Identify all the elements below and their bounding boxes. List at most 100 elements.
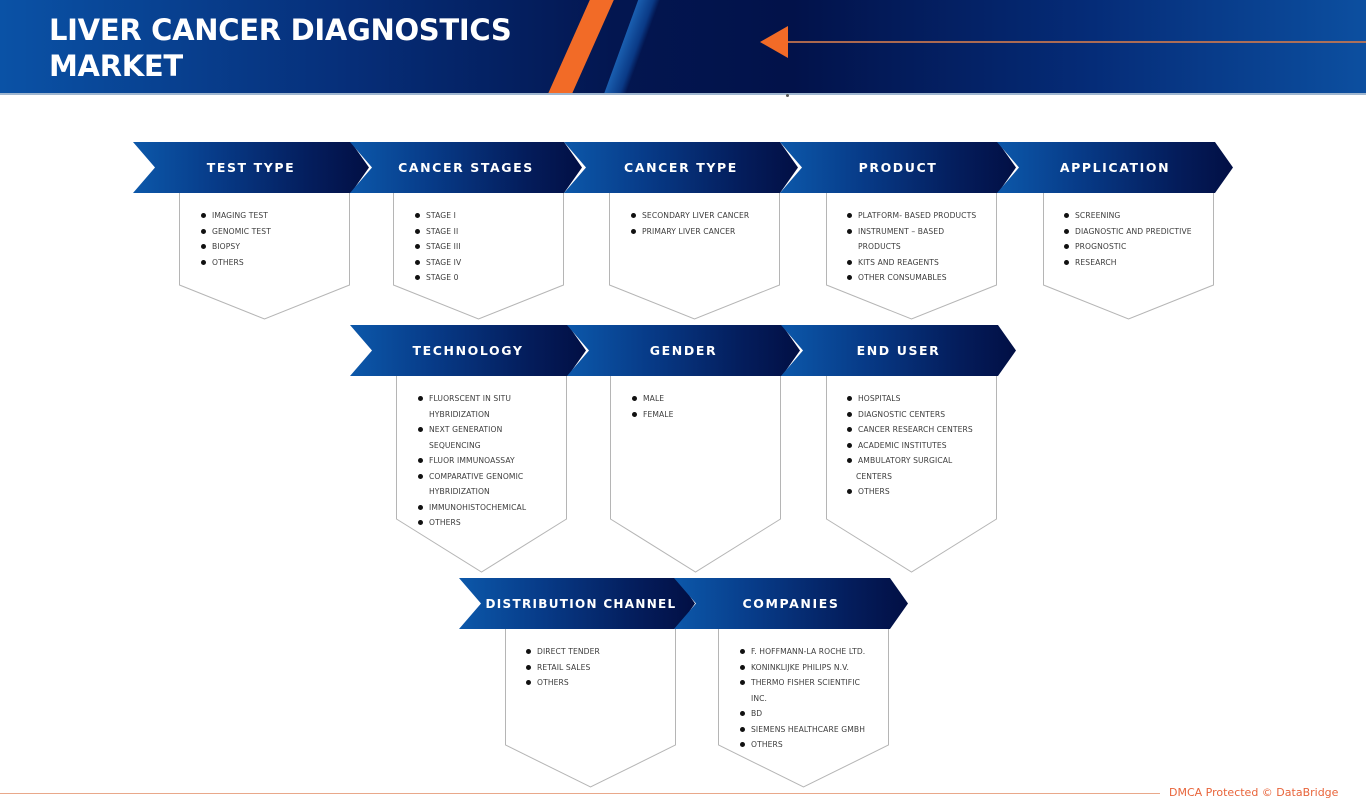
segment-title: APPLICATION bbox=[1059, 160, 1171, 175]
list-item: BD bbox=[740, 706, 865, 722]
segment-list: SCREENING DIAGNOSTIC AND PREDICTIVE PROG… bbox=[1064, 208, 1192, 270]
card-outline bbox=[610, 376, 781, 573]
list-item: INSTRUMENT – BASED PRODUCTS bbox=[847, 224, 976, 255]
list-item-line: INSTRUMENT – BASED bbox=[858, 226, 945, 236]
list-item: OTHER CONSUMABLES bbox=[847, 270, 976, 286]
list-item: FEMALE bbox=[632, 407, 674, 423]
segment-list: PLATFORM- BASED PRODUCTS INSTRUMENT – BA… bbox=[847, 208, 976, 286]
card-outline bbox=[396, 376, 567, 573]
card-outline bbox=[505, 629, 676, 788]
segment-header-gender: GENDER bbox=[567, 325, 800, 376]
list-item: FLUOR IMMUNOASSAY bbox=[418, 453, 526, 469]
segment-title: GENDER bbox=[649, 343, 718, 358]
segment-title: PRODUCT bbox=[858, 160, 938, 175]
list-item: SIEMENS HEALTHCARE GMBH bbox=[740, 722, 865, 738]
segment-card-application: SCREENING DIAGNOSTIC AND PREDICTIVE PROG… bbox=[1043, 193, 1214, 320]
segment-title: CANCER STAGES bbox=[398, 160, 534, 175]
list-item: AMBULATORY SURGICAL CENTERS bbox=[847, 453, 973, 484]
list-item-line: HYBRIDIZATION bbox=[429, 409, 490, 419]
list-item: STAGE 0 bbox=[415, 270, 461, 286]
list-item: GENOMIC TEST bbox=[201, 224, 271, 240]
segment-list: FLUORSCENT IN SITU HYBRIDIZATION NEXT GEN… bbox=[418, 391, 526, 531]
list-item: PLATFORM- BASED PRODUCTS bbox=[847, 208, 976, 224]
list-item: OTHERS bbox=[847, 484, 973, 500]
list-item-line: AMBULATORY SURGICAL bbox=[858, 456, 953, 465]
list-item: STAGE I bbox=[415, 208, 461, 224]
segment-list: SECONDARY LIVER CANCER PRIMARY LIVER CAN… bbox=[631, 208, 749, 239]
segment-card-test-type: IMAGING TEST GENOMIC TEST BIOPSY OTHERS bbox=[179, 193, 350, 320]
arrow-left-icon bbox=[760, 26, 788, 58]
list-item-line: SEQUENCING bbox=[429, 440, 481, 450]
list-item: CANCER RESEARCH CENTERS bbox=[847, 422, 973, 438]
list-item-line: FLUORSCENT IN SITU bbox=[429, 394, 512, 403]
list-item: IMAGING TEST bbox=[201, 208, 271, 224]
segment-list: F. HOFFMANN-LA ROCHE LTD. KONINKLIJKE PH… bbox=[740, 644, 865, 753]
page-title-line1: LIVER CANCER DIAGNOSTICS bbox=[49, 13, 512, 47]
footer-divider bbox=[0, 793, 1160, 794]
list-item: KITS AND REAGENTS bbox=[847, 255, 976, 271]
card-outline bbox=[179, 193, 350, 320]
segment-card-companies: F. HOFFMANN-LA ROCHE LTD. KONINKLIJKE PH… bbox=[718, 629, 889, 788]
segment-header-cancer-stages: CANCER STAGES bbox=[350, 142, 582, 193]
list-item: DIAGNOSTIC CENTERS bbox=[847, 407, 973, 423]
list-item-line: INC. bbox=[751, 693, 768, 703]
list-item: SCREENING bbox=[1064, 208, 1192, 224]
list-item: COMPARATIVE GENOMIC HYBRIDIZATION bbox=[418, 469, 526, 500]
list-item: RESEARCH bbox=[1064, 255, 1192, 271]
list-item: RETAIL SALES bbox=[526, 660, 600, 676]
list-item-line: PRODUCTS bbox=[858, 242, 901, 251]
list-item: OTHERS bbox=[740, 737, 865, 753]
segment-title: COMPANIES bbox=[742, 596, 840, 611]
segment-title: DISTRIBUTION CHANNEL bbox=[485, 596, 677, 611]
dot-decoration bbox=[786, 94, 789, 97]
segment-card-gender: MALE FEMALE bbox=[610, 376, 781, 573]
card-outline bbox=[1043, 193, 1214, 320]
card-outline bbox=[609, 193, 780, 320]
list-item: BIOPSY bbox=[201, 239, 271, 255]
segment-header-companies: COMPANIES bbox=[674, 578, 908, 629]
card-outline bbox=[826, 193, 997, 320]
list-item: IMMUNOHISTOCHEMICAL bbox=[418, 500, 526, 516]
list-item: SECONDARY LIVER CANCER bbox=[631, 208, 749, 224]
segment-list: DIRECT TENDER RETAIL SALES OTHERS bbox=[526, 644, 600, 691]
list-item-line: THERMO FISHER SCIENTIFIC bbox=[751, 678, 861, 687]
segment-list: IMAGING TEST GENOMIC TEST BIOPSY OTHERS bbox=[201, 208, 271, 270]
segment-header-distribution-channel: DISTRIBUTION CHANNEL bbox=[459, 578, 695, 629]
list-item: OTHERS bbox=[201, 255, 271, 271]
dmca-notice[interactable]: DMCA Protected © DataBridge bbox=[1169, 786, 1339, 799]
blue-stripe-decoration bbox=[599, 0, 662, 93]
segment-card-cancer-stages: STAGE I STAGE II STAGE III STAGE IV STAG… bbox=[393, 193, 564, 320]
list-item: STAGE IV bbox=[415, 255, 461, 271]
list-item-line: COMPARATIVE GENOMIC bbox=[429, 471, 524, 481]
card-outline bbox=[826, 376, 997, 573]
segment-card-end-user: HOSPITALS DIAGNOSTIC CENTERS CANCER RESE… bbox=[826, 376, 997, 573]
segment-header-cancer-type: CANCER TYPE bbox=[564, 142, 798, 193]
card-outline bbox=[393, 193, 564, 320]
segment-card-product: PLATFORM- BASED PRODUCTS INSTRUMENT – BA… bbox=[826, 193, 997, 320]
list-item-line: CENTERS bbox=[856, 471, 893, 481]
list-item: NEXT GENERATION SEQUENCING bbox=[418, 422, 526, 453]
segment-title: CANCER TYPE bbox=[624, 160, 738, 175]
list-item-line: NEXT GENERATION bbox=[429, 425, 503, 434]
list-item: STAGE II bbox=[415, 224, 461, 240]
segment-list: HOSPITALS DIAGNOSTIC CENTERS CANCER RESE… bbox=[847, 391, 973, 500]
card-outline bbox=[718, 629, 889, 788]
list-item: FLUORSCENT IN SITU HYBRIDIZATION bbox=[418, 391, 526, 422]
segment-list: MALE FEMALE bbox=[632, 391, 674, 422]
list-item: THERMO FISHER SCIENTIFIC INC. bbox=[740, 675, 865, 706]
list-item: OTHERS bbox=[418, 515, 526, 531]
list-item: MALE bbox=[632, 391, 674, 407]
list-item-line: HYBRIDIZATION bbox=[429, 487, 490, 496]
list-item: PROGNOSTIC bbox=[1064, 239, 1192, 255]
banner-divider bbox=[0, 93, 1366, 95]
segment-list: STAGE I STAGE II STAGE III STAGE IV STAG… bbox=[415, 208, 461, 286]
list-item: HOSPITALS bbox=[847, 391, 973, 407]
segment-card-technology: FLUORSCENT IN SITU HYBRIDIZATION NEXT GEN… bbox=[396, 376, 567, 573]
segment-header-application: APPLICATION bbox=[997, 142, 1233, 193]
orange-stripe-decoration bbox=[543, 0, 616, 93]
segment-card-distribution-channel: DIRECT TENDER RETAIL SALES OTHERS bbox=[505, 629, 676, 788]
list-item: KONINKLIJKE PHILIPS N.V. bbox=[740, 660, 865, 676]
segment-title: END USER bbox=[856, 343, 941, 358]
header-banner: LIVER CANCER DIAGNOSTICS MARKET bbox=[0, 0, 1366, 93]
segment-title: TECHNOLOGY bbox=[412, 343, 524, 358]
